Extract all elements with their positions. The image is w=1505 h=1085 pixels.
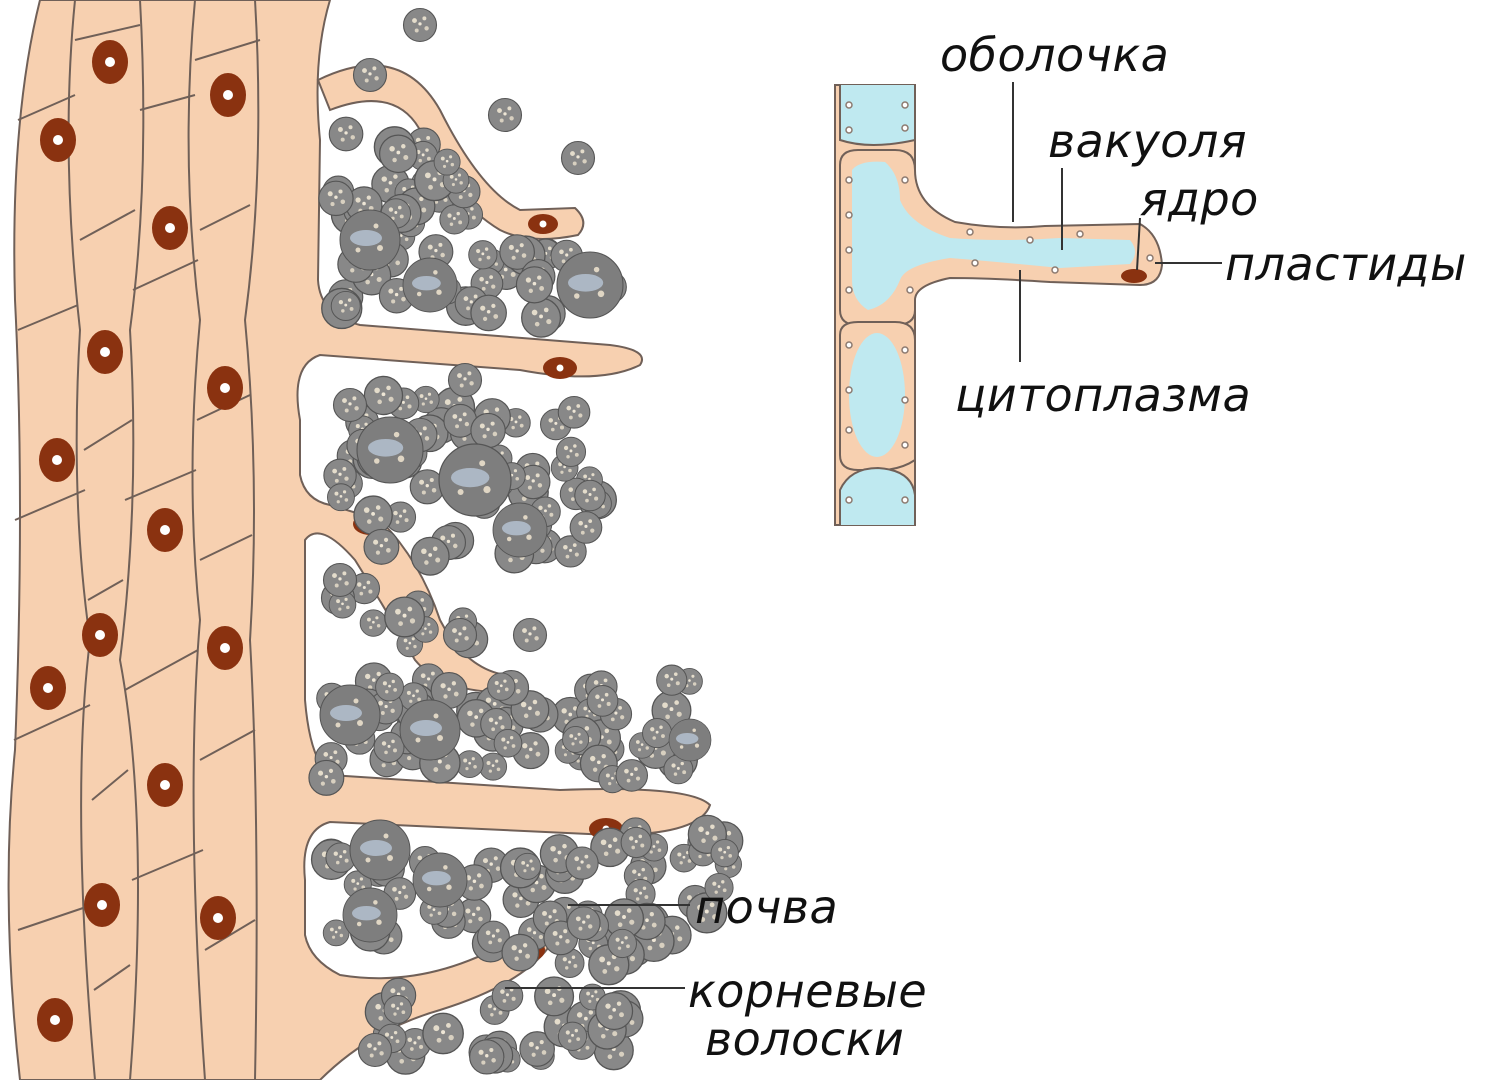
soil-particle	[608, 929, 636, 957]
nucleolus	[105, 57, 115, 67]
soil-particle	[567, 907, 600, 940]
soil-particle	[492, 980, 523, 1011]
soil-particle	[359, 1034, 392, 1067]
soil-particle	[562, 142, 595, 175]
soil-particle	[440, 205, 469, 234]
soil-particle	[404, 9, 437, 42]
soil-particle	[449, 364, 482, 397]
label-root-hairs-line1: корневые	[688, 968, 927, 1014]
soil-particle	[374, 732, 404, 762]
soil-particle	[470, 1040, 504, 1074]
nucleolus	[100, 347, 110, 357]
soil-particle	[380, 135, 417, 172]
soil-particle	[711, 839, 738, 866]
detail-nucleus	[1121, 269, 1147, 283]
soil-particle	[514, 853, 540, 879]
nucleolus	[97, 900, 107, 910]
soil-particle	[570, 512, 602, 544]
soil-particle	[319, 181, 353, 215]
soil-clod	[357, 417, 423, 483]
soil-particle	[327, 484, 354, 511]
soil-clod	[557, 252, 623, 318]
soil-particle	[556, 437, 585, 466]
soil-particle	[643, 719, 672, 748]
label-soil: почва	[695, 884, 838, 930]
soil-clod	[350, 820, 410, 880]
soil-clod	[320, 685, 380, 745]
soil-particle	[354, 59, 387, 92]
nucleolus	[53, 135, 63, 145]
nucleolus	[43, 683, 53, 693]
soil-particle	[516, 267, 552, 303]
soil-particle	[566, 847, 598, 879]
soil-particle	[558, 397, 590, 429]
soil-particles	[309, 9, 743, 1075]
soil-clod	[669, 719, 711, 761]
soil-particle	[354, 496, 392, 534]
soil-particle	[385, 597, 425, 637]
soil-particle	[535, 977, 574, 1016]
soil-particle	[334, 389, 367, 422]
soil-particle	[309, 760, 344, 795]
label-root-hairs-line2: волоски	[705, 1016, 904, 1062]
soil-particle	[364, 376, 402, 414]
soil-clod	[340, 210, 400, 270]
nucleolus	[52, 455, 62, 465]
nucleolus	[95, 630, 105, 640]
label-nucleus: ядро	[1140, 176, 1259, 222]
soil-particle	[471, 413, 505, 447]
soil-particle	[423, 1013, 463, 1053]
soil-particle	[376, 673, 404, 701]
nucleolus	[160, 780, 170, 790]
soil-particle	[587, 686, 618, 717]
soil-clod	[400, 700, 460, 760]
soil-clod	[439, 444, 511, 516]
soil-particle	[434, 149, 460, 175]
soil-particle	[575, 480, 606, 511]
soil-particle	[494, 729, 522, 757]
soil-particle	[364, 529, 399, 564]
soil-particle	[596, 993, 633, 1030]
soil-particle	[324, 564, 357, 597]
soil-particle	[522, 298, 561, 337]
soil-particle	[657, 665, 687, 695]
soil-particle	[616, 760, 648, 792]
soil-particle	[384, 996, 412, 1024]
soil-particle	[444, 619, 477, 652]
label-cytoplasm: цитоплазма	[955, 372, 1251, 418]
detail-vacuole-lower	[849, 333, 905, 457]
soil-particle	[489, 99, 522, 132]
soil-clod	[343, 888, 397, 942]
soil-particle	[514, 619, 547, 652]
nucleolus	[160, 525, 170, 535]
soil-particle	[471, 295, 506, 330]
soil-particle	[480, 753, 507, 780]
soil-particle	[563, 726, 589, 752]
soil-particle	[488, 673, 515, 700]
label-plastids: пластиды	[1225, 241, 1467, 287]
soil-particle	[360, 610, 386, 636]
nucleolus	[165, 223, 175, 233]
soil-clod	[493, 503, 547, 557]
label-membrane: оболочка	[940, 32, 1169, 78]
soil-particle	[469, 241, 497, 269]
label-vacuole: вакуоля	[1048, 118, 1247, 164]
soil-clod	[413, 853, 467, 907]
soil-particle	[411, 537, 449, 575]
nucleolus	[50, 1015, 60, 1025]
nucleolus	[220, 383, 230, 393]
nucleolus	[213, 913, 223, 923]
soil-particle	[621, 827, 651, 857]
detail-cell-upper	[840, 85, 915, 145]
soil-particle	[331, 291, 360, 320]
nucleolus	[220, 643, 230, 653]
nucleolus	[223, 90, 233, 100]
soil-clod	[403, 258, 457, 312]
soil-particle	[502, 934, 539, 971]
soil-particle	[558, 1022, 586, 1050]
soil-particle	[329, 117, 363, 151]
